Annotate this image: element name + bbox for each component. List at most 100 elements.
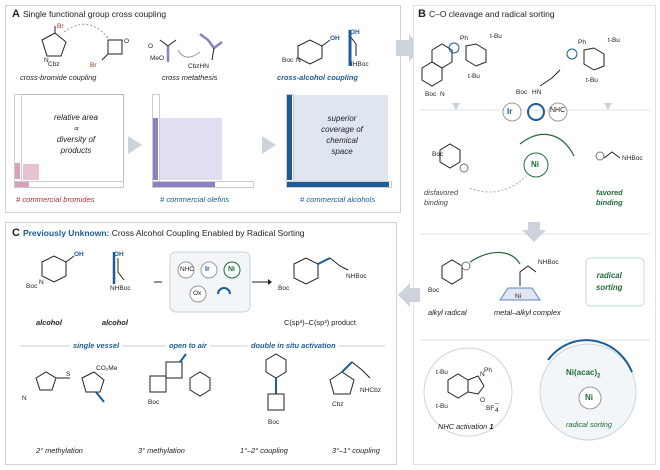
svg-text:Boc: Boc xyxy=(425,91,437,98)
svg-text:S: S xyxy=(66,371,71,378)
ni-acac-label: Ni(acac)2 xyxy=(566,368,601,380)
svg-text:OH: OH xyxy=(114,251,124,258)
nhc-adduct-right: Boc HN Ph t-Bu t-Bu xyxy=(516,37,620,96)
arrow-a2 xyxy=(262,136,276,154)
svg-text:t-Bu: t-Bu xyxy=(436,403,448,410)
box-alcohols-text: superior coverage of chemical space xyxy=(321,114,363,156)
metathesis-structure: O MeO CbzHN xyxy=(148,33,223,70)
reagent-nhc: NHC xyxy=(180,266,195,273)
svg-text:O: O xyxy=(480,397,485,404)
svg-text:Boc: Boc xyxy=(26,283,38,290)
svg-text:N: N xyxy=(39,279,44,286)
svg-text:N: N xyxy=(296,57,301,64)
svg-text:O: O xyxy=(148,43,153,50)
example-2-methylation: 2° methylation xyxy=(36,446,83,455)
footer-alcohols: # commercial alcohols xyxy=(300,195,376,204)
svg-text:NHBoc: NHBoc xyxy=(346,273,367,280)
feature-double-activation: double in situ activation xyxy=(248,341,339,350)
svg-text:t-Bu: t-Bu xyxy=(468,73,480,80)
bar-alcohols-hfill xyxy=(287,182,389,187)
alcohol-2-label: alcohol xyxy=(102,318,128,327)
svg-text:MeO: MeO xyxy=(150,55,164,62)
svg-text:NHBoc: NHBoc xyxy=(110,285,131,292)
metal-alkyl-label: metal–alkyl complex xyxy=(494,308,561,317)
svg-text:Boc: Boc xyxy=(432,151,444,158)
radical-sorting-label: radical sorting xyxy=(566,420,613,429)
svg-text:Boc: Boc xyxy=(282,57,294,64)
arrow-b-to-c-tail xyxy=(410,288,420,302)
square-olefins xyxy=(160,118,222,180)
catalyst-nhc: NHC xyxy=(550,107,566,114)
bromooxetane-structure: O Br xyxy=(90,38,129,69)
svg-text:Cbz: Cbz xyxy=(48,61,60,68)
footer-bromides: # commercial bromides xyxy=(16,195,95,204)
svg-text:t-Bu: t-Bu xyxy=(490,33,502,40)
example-1-2-coupling: 1°–2° coupling xyxy=(240,446,288,455)
svg-text:N: N xyxy=(480,371,485,378)
box-bromides-text: relative area ∝ diversity of products xyxy=(53,113,99,155)
svg-text:Ni: Ni xyxy=(515,293,521,300)
bar-bromides-fill xyxy=(15,163,20,179)
svg-text:4: 4 xyxy=(495,407,499,414)
svg-text:Boc: Boc xyxy=(278,285,290,292)
svg-text:NHBoc: NHBoc xyxy=(348,61,369,68)
example-cross-bromide: cross-bromide coupling xyxy=(20,73,97,82)
square-alcohols xyxy=(294,95,388,181)
footer-olefins: # commercial olefins xyxy=(160,195,230,204)
svg-text:t-Bu: t-Bu xyxy=(436,369,448,376)
bar-alcohols-fill xyxy=(287,95,292,180)
svg-text:N: N xyxy=(44,57,49,64)
alkyl-radical-label: alkyl radical xyxy=(428,308,467,317)
svg-text:NHBoc: NHBoc xyxy=(622,155,643,162)
ni-center: Ni xyxy=(531,160,539,169)
svg-text:Ph: Ph xyxy=(460,35,468,42)
atom-br: Br xyxy=(57,23,64,30)
svg-text:OH: OH xyxy=(330,35,340,42)
svg-text:NHBoc: NHBoc xyxy=(538,259,559,266)
bar-alcohols-horizontal xyxy=(286,181,392,188)
svg-text:Boc: Boc xyxy=(148,399,160,406)
bar-olefins-horizontal xyxy=(152,181,254,188)
svg-text:Ph: Ph xyxy=(484,367,492,374)
reagent-ir: Ir xyxy=(205,266,210,273)
svg-text:Boc: Boc xyxy=(428,287,440,294)
reagent-ox: Ox xyxy=(193,290,202,297)
bromopyrrolidine-structure: Br Cbz N xyxy=(41,23,67,68)
square-bromides xyxy=(23,164,39,180)
svg-text:Ph: Ph xyxy=(578,39,586,46)
arrow-a1 xyxy=(128,136,142,154)
example-3-1-coupling: 3°–1° coupling xyxy=(332,446,380,455)
svg-text:N: N xyxy=(440,91,445,98)
bar-bromides-hfill xyxy=(15,182,29,187)
arrow-a-to-b xyxy=(396,40,410,56)
svg-text:N: N xyxy=(22,395,27,402)
ni-circle-label: Ni xyxy=(585,393,593,402)
reagent-ni: Ni xyxy=(228,266,235,273)
product-label: C(sp³)–C(sp³) product xyxy=(284,318,356,327)
bar-olefins-hfill xyxy=(153,182,215,187)
svg-text:OH: OH xyxy=(74,251,84,258)
svg-text:Br: Br xyxy=(90,62,97,69)
svg-text:O: O xyxy=(124,38,129,45)
svg-text:NHCbz: NHCbz xyxy=(360,387,381,394)
svg-text:Boc: Boc xyxy=(516,89,528,96)
feature-open-to-air: open to air xyxy=(166,341,210,350)
svg-text:t-Bu: t-Bu xyxy=(608,37,620,44)
svg-text:HN: HN xyxy=(532,89,542,96)
svg-text:CO₂Me: CO₂Me xyxy=(96,365,118,372)
svg-text:BF: BF xyxy=(486,405,494,412)
bar-bromides-horizontal xyxy=(14,181,124,188)
example-3-methylation: 3° methylation xyxy=(138,446,185,455)
example-cross-alcohol: cross-alcohol coupling xyxy=(277,73,358,82)
svg-text:OH: OH xyxy=(350,29,360,36)
nhc-adduct-left: Boc N Ph t-Bu t-Bu xyxy=(421,33,502,98)
nhc-activation-label: NHC activation 1 xyxy=(438,422,494,431)
